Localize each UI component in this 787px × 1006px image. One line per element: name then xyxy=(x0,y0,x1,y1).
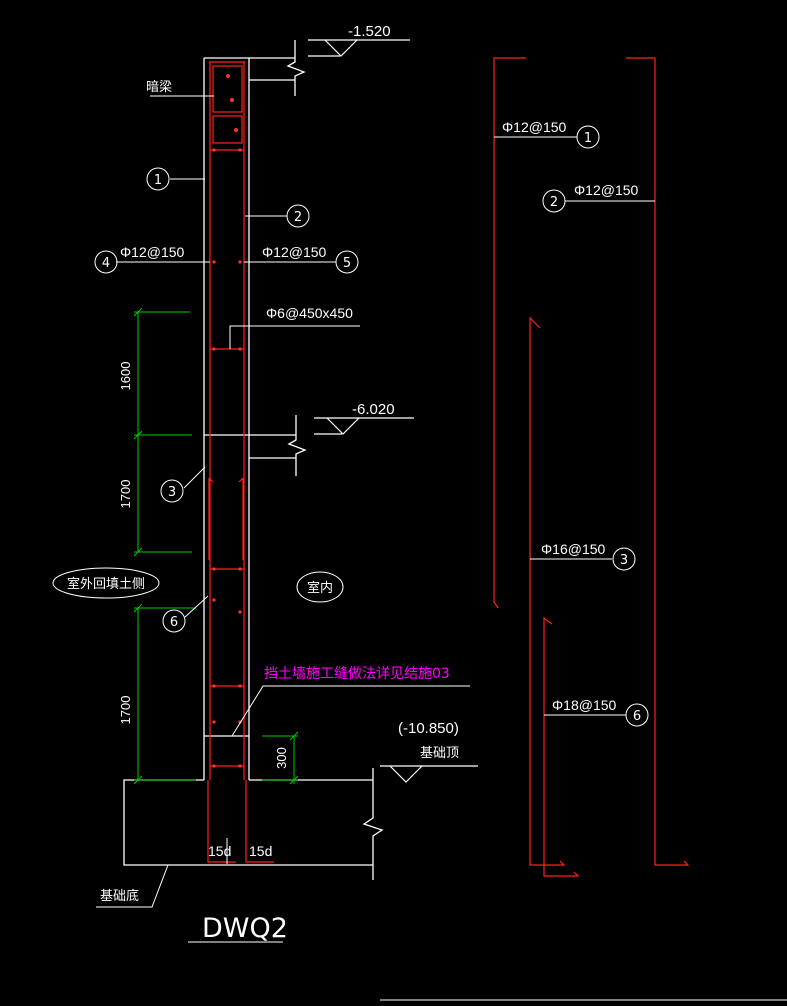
marker-4: 4 xyxy=(102,256,110,271)
detail-rebar xyxy=(493,57,690,877)
label-outside: 室外回填土侧 xyxy=(67,576,145,592)
rebar-dots xyxy=(212,74,242,768)
detail-spec-2: Φ12@150 xyxy=(574,182,639,198)
dim-300: 300 xyxy=(274,747,289,769)
inside-callout xyxy=(296,571,344,603)
detail-spec-3: Φ16@150 xyxy=(541,541,606,557)
label-dark-beam: 暗梁 xyxy=(146,80,172,95)
dim-1600: 1600 xyxy=(118,362,133,391)
construction-joint-note: 挡土墙施工缝做法详见结施03 xyxy=(264,666,450,682)
elevation-foundation-top: (-10.850) xyxy=(398,720,459,737)
elevation-top: -1.520 xyxy=(348,23,391,40)
dim-1700-lower: 1700 xyxy=(118,696,133,725)
dim-15d-right: 15d xyxy=(249,843,272,859)
outside-callout xyxy=(52,567,160,599)
detail-marker-6: 6 xyxy=(633,709,641,724)
detail-spec-6: Φ18@150 xyxy=(552,697,617,713)
detail-marker-1: 1 xyxy=(584,131,592,146)
spec-r5: Φ12@150 xyxy=(262,244,327,260)
label-inside: 室内 xyxy=(307,580,333,596)
section-markers xyxy=(94,167,359,633)
spec-tie: Φ6@450x450 xyxy=(266,305,353,321)
elevation-symbols xyxy=(308,39,478,783)
detail-marker-2: 2 xyxy=(550,195,558,210)
detail-spec-1: Φ12@150 xyxy=(502,119,567,135)
label-foundation-bottom: 基础底 xyxy=(100,888,139,904)
leader-lines xyxy=(96,95,470,943)
spec-r4: Φ12@150 xyxy=(120,244,185,260)
detail-leaders xyxy=(494,125,655,727)
dim-1700-upper: 1700 xyxy=(118,480,133,509)
dim-15d-left: 15d xyxy=(208,843,231,859)
dimension-lines xyxy=(133,307,299,785)
marker-1: 1 xyxy=(154,173,162,188)
elevation-middle: -6.020 xyxy=(352,401,395,418)
marker-3: 3 xyxy=(168,485,176,500)
marker-6: 6 xyxy=(170,615,178,630)
drawing-title: DWQ2 xyxy=(202,913,288,944)
wall-outline xyxy=(123,40,384,880)
label-foundation-top: 基础顶 xyxy=(420,746,459,761)
marker-2: 2 xyxy=(294,210,302,225)
wall-rebar xyxy=(207,61,274,863)
marker-5: 5 xyxy=(343,256,351,271)
detail-marker-3: 3 xyxy=(620,553,628,568)
